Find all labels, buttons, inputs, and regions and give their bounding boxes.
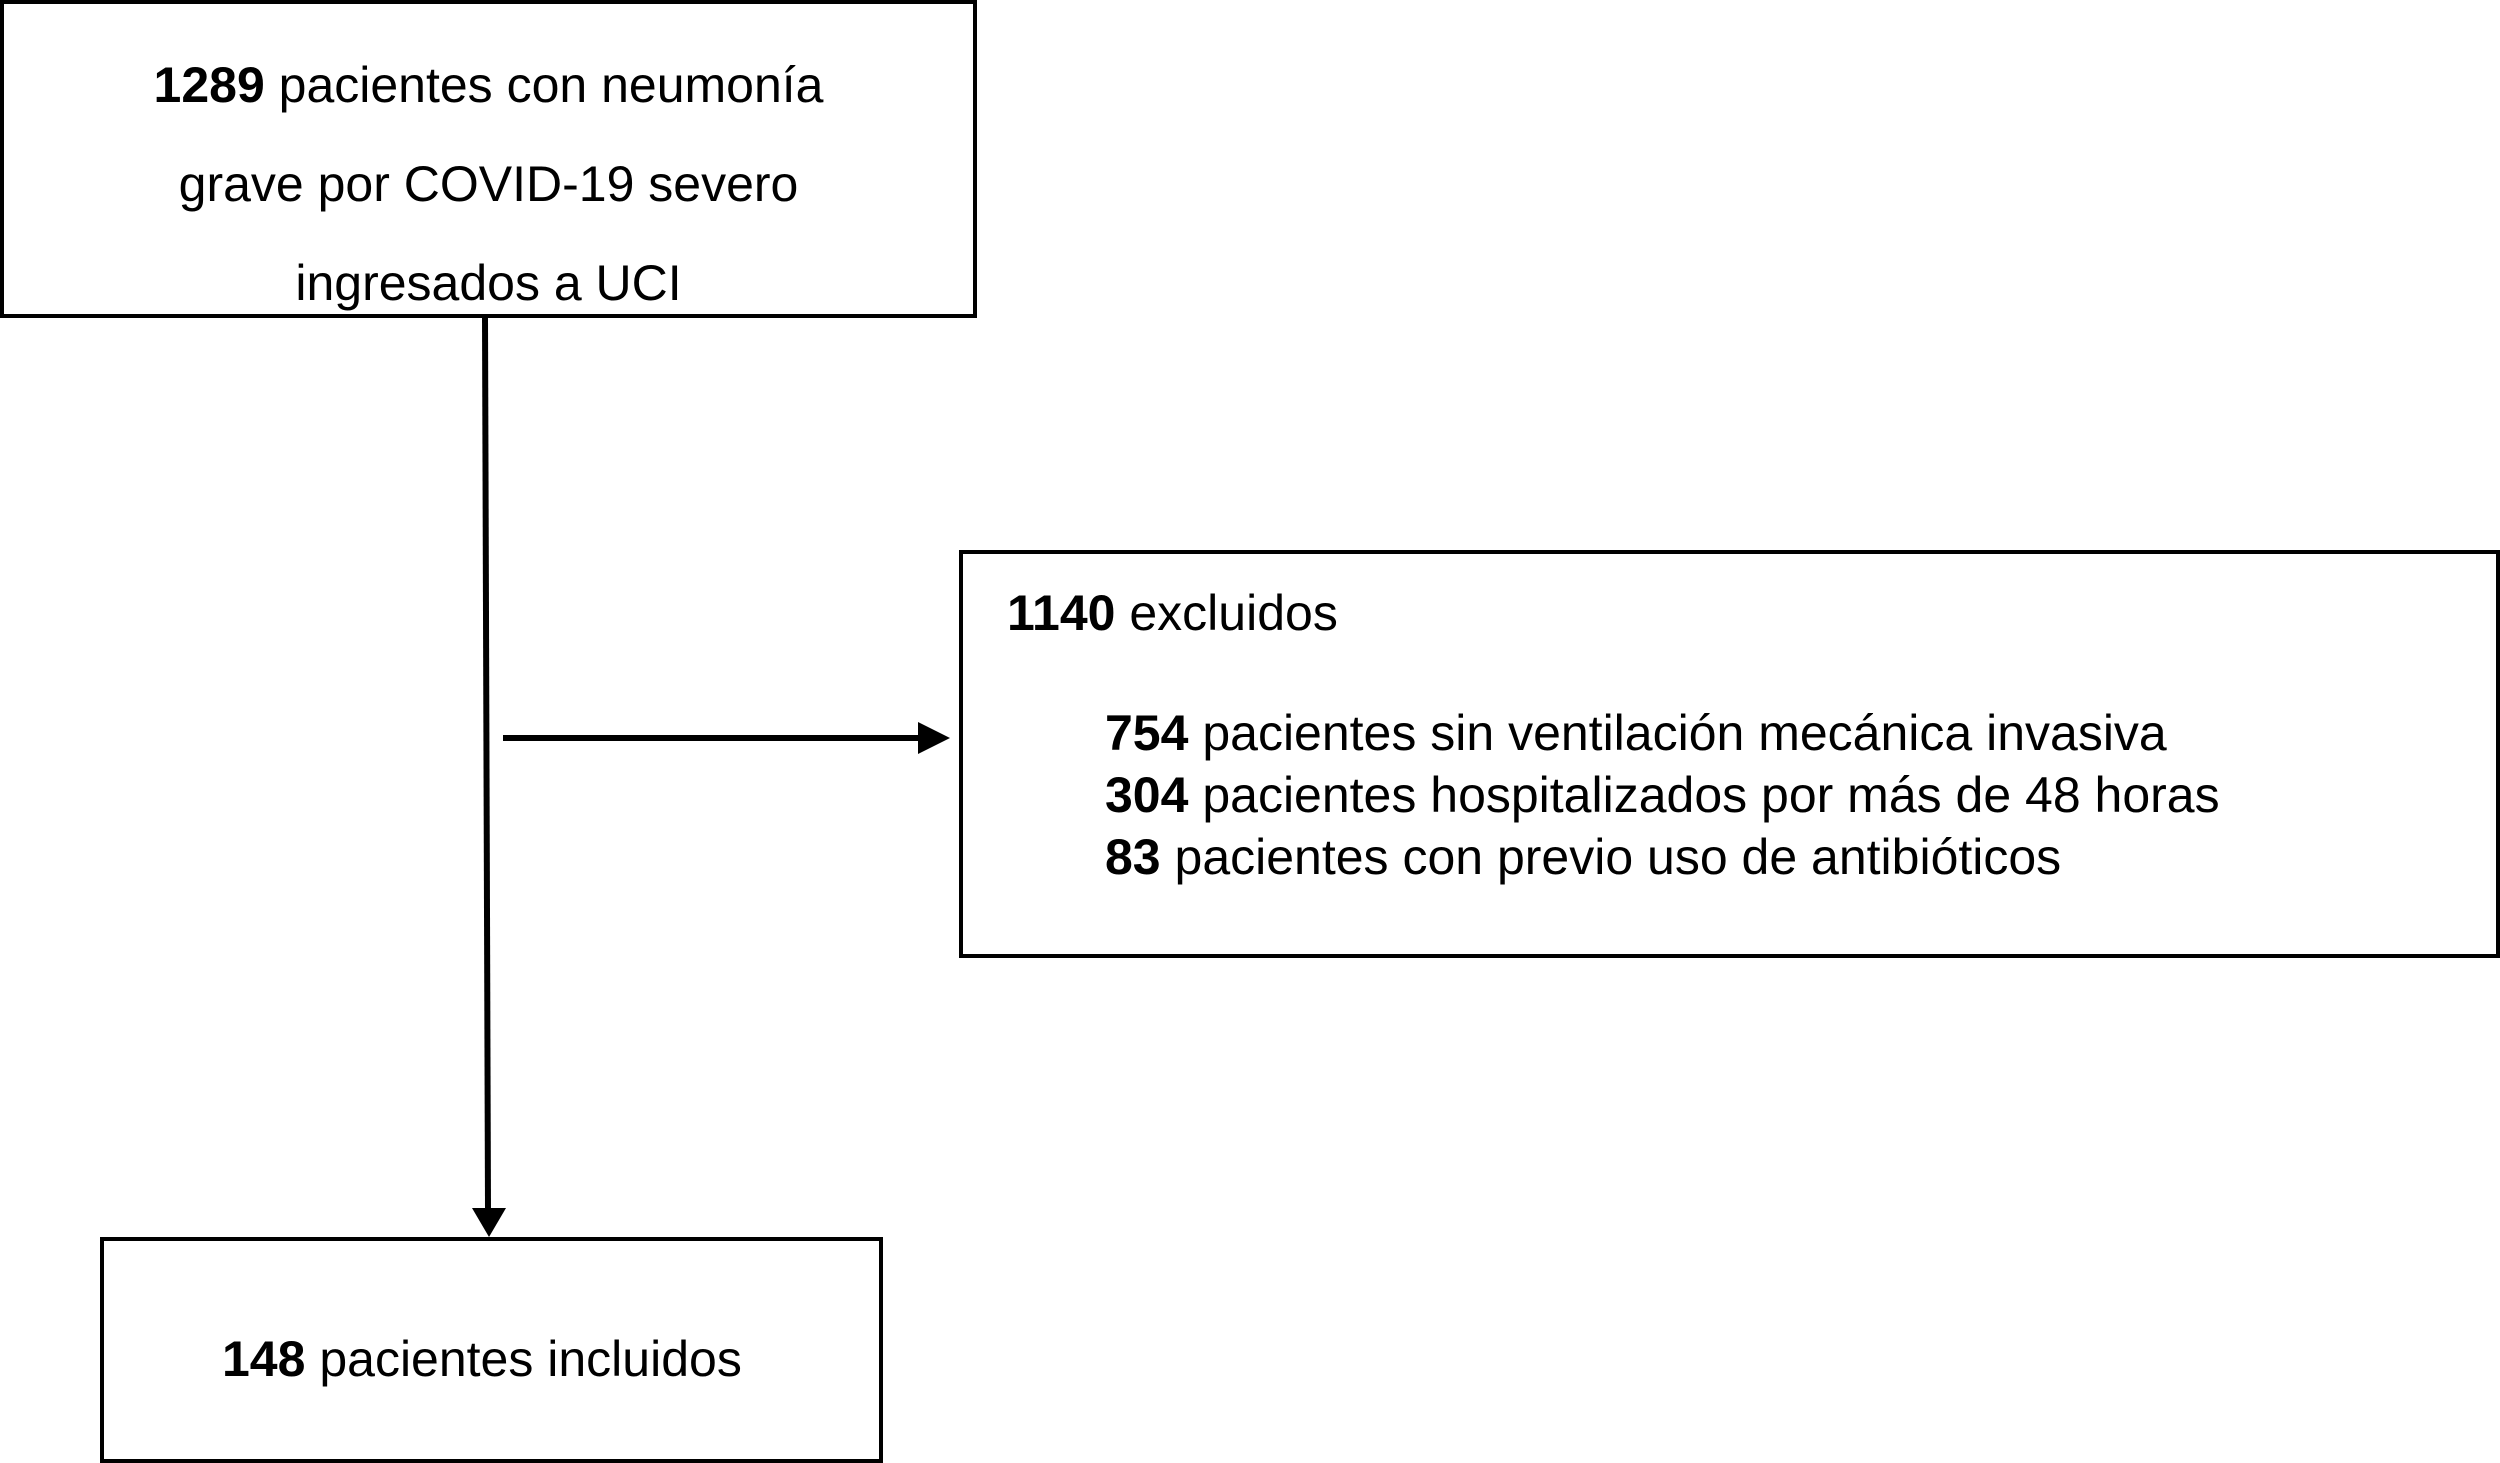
- exclusion-reason: 754 pacientes sin ventilación mecánica i…: [1105, 702, 2220, 764]
- eligible-line-2: grave por COVID-19 severo: [178, 156, 799, 212]
- included-label: pacientes incluidos: [305, 1331, 742, 1387]
- exclusion-reasons-list: 754 pacientes sin ventilación mecánica i…: [1105, 702, 2220, 888]
- exclusion-reason-count: 304: [1105, 767, 1189, 823]
- eligible-line-1-text: pacientes con neumonía: [264, 57, 824, 113]
- included-patients-box: 148 pacientes incluidos: [100, 1237, 883, 1463]
- exclusion-reason-text: pacientes sin ventilación mecánica invas…: [1188, 705, 2167, 761]
- excluded-heading: 1140 excluidos: [1007, 581, 1338, 645]
- included-patients-text: 148 pacientes incluidos: [222, 1327, 742, 1391]
- eligible-patients-box: 1289 pacientes con neumonía grave por CO…: [0, 0, 977, 318]
- eligible-count: 1289: [153, 57, 265, 113]
- right-arrowhead: [918, 722, 950, 754]
- exclusion-reason: 304 pacientes hospitalizados por más de …: [1105, 764, 2220, 826]
- excluded-label: excluidos: [1115, 585, 1338, 641]
- exclusion-reason-text: pacientes con previo uso de antibióticos: [1160, 829, 2062, 885]
- exclusion-reason-text: pacientes hospitalizados por más de 48 h…: [1188, 767, 2220, 823]
- eligible-line-3: ingresados a UCI: [295, 255, 682, 311]
- excluded-patients-box: 1140 excluidos 754 pacientes sin ventila…: [959, 550, 2500, 958]
- main-flow-line: [482, 317, 491, 1211]
- eligible-patients-text: 1289 pacientes con neumonía grave por CO…: [4, 36, 973, 333]
- exclusion-reason-count: 754: [1105, 705, 1189, 761]
- down-arrowhead: [472, 1208, 506, 1237]
- exclusion-reason: 83 pacientes con previo uso de antibióti…: [1105, 826, 2220, 888]
- included-count: 148: [222, 1331, 306, 1387]
- eligible-line-1: 1289 pacientes con neumonía: [4, 36, 973, 135]
- exclusion-reason-count: 83: [1105, 829, 1161, 885]
- excluded-count: 1140: [1007, 585, 1116, 641]
